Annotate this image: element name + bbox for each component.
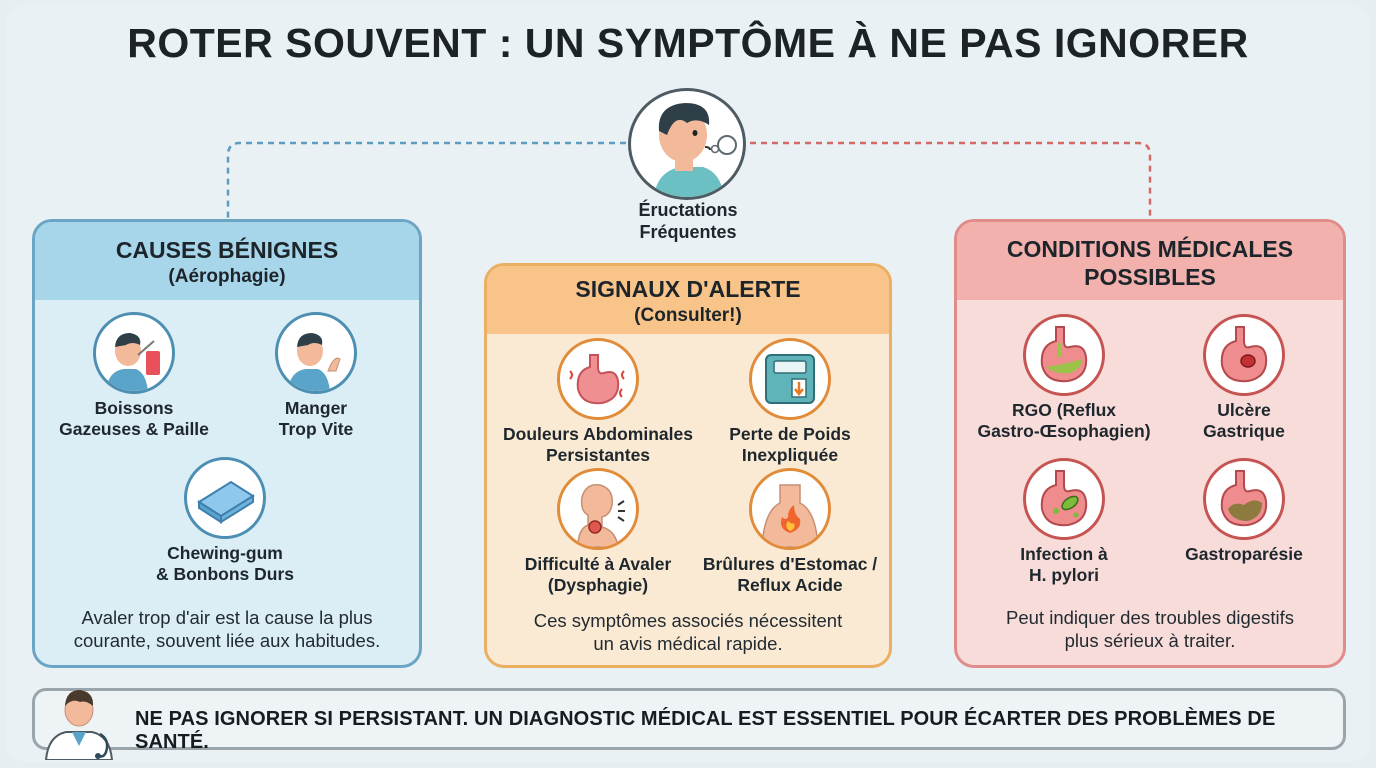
benign-subtitle: (Aérophagie) bbox=[168, 266, 286, 287]
eating-fast-icon bbox=[275, 312, 357, 394]
chewing-gum-icon bbox=[184, 457, 266, 539]
alert-header: SIGNAUX D'ALERTE (Consulter!) bbox=[487, 266, 889, 334]
alert-subtitle: (Consulter!) bbox=[634, 305, 742, 326]
benign-footer: Avaler trop d'air est la cause la plus c… bbox=[73, 607, 381, 651]
item-heartburn: Brûlures d'Estomac / Reflux Acide bbox=[685, 468, 889, 596]
reflux-stomach-icon bbox=[1023, 314, 1105, 396]
item-h-pylori: Infection à H. pylori bbox=[969, 458, 1159, 586]
item-gastric-ulcer: Ulcère Gastrique bbox=[1149, 314, 1339, 442]
bacteria-stomach-icon bbox=[1023, 458, 1105, 540]
conditions-footer: Peut indiquer des troubles digestifs plu… bbox=[1006, 607, 1294, 651]
item-weight-loss: Perte de Poids Inexpliquée bbox=[685, 338, 889, 466]
item-abdominal-pain: Douleurs Abdominales Persistantes bbox=[493, 338, 703, 466]
heartburn-icon bbox=[749, 468, 831, 550]
conditions-header: CONDITIONS MÉDICALES POSSIBLES bbox=[957, 222, 1343, 300]
slow-stomach-icon bbox=[1203, 458, 1285, 540]
stomach-pain-icon bbox=[557, 338, 639, 420]
item-gerd: RGO (Reflux Gastro-Œsophagien) bbox=[969, 314, 1159, 442]
benign-title: CAUSES BÉNIGNES bbox=[115, 237, 339, 263]
scale-icon bbox=[749, 338, 831, 420]
page-title: ROTER SOUVENT : UN SYMPTÔME À NE PAS IGN… bbox=[127, 20, 1249, 66]
alert-footer: Ces symptômes associés nécessitent un av… bbox=[533, 610, 843, 654]
item-eating-fast: Manger Trop Vite bbox=[221, 312, 411, 440]
banner-text: NE PAS IGNORER SI PERSISTANT. UN DIAGNOS… bbox=[135, 708, 1276, 753]
item-dysphagia: Difficulté à Avaler (Dysphagie) bbox=[493, 468, 703, 596]
medical-conditions-panel: CONDITIONS MÉDICALES POSSIBLES RGO (Refl… bbox=[954, 219, 1346, 668]
throat-icon bbox=[557, 468, 639, 550]
benign-causes-panel: CAUSES BÉNIGNES (Aérophagie) Boissons Ga… bbox=[32, 219, 422, 668]
warning-banner: NE PAS IGNORER SI PERSISTANT. UN DIAGNOS… bbox=[32, 688, 1346, 753]
benign-header: CAUSES BÉNIGNES (Aérophagie) bbox=[35, 222, 419, 300]
item-chewing-gum: Chewing-gum & Bonbons Durs bbox=[130, 457, 320, 585]
item-gastroparesis: Gastroparésie bbox=[1149, 458, 1339, 565]
alert-signs-panel: SIGNAUX D'ALERTE (Consulter!) Douleurs A… bbox=[484, 263, 892, 668]
drinking-straw-icon bbox=[93, 312, 175, 394]
center-label: Éructations Fréquentes bbox=[638, 200, 738, 242]
ulcer-stomach-icon bbox=[1203, 314, 1285, 396]
item-soda-straw: Boissons Gazeuses & Paille bbox=[39, 312, 229, 440]
burping-person-icon bbox=[628, 88, 746, 200]
doctor-icon bbox=[40, 680, 120, 761]
alert-title: SIGNAUX D'ALERTE bbox=[575, 276, 801, 302]
center-node bbox=[626, 88, 750, 200]
